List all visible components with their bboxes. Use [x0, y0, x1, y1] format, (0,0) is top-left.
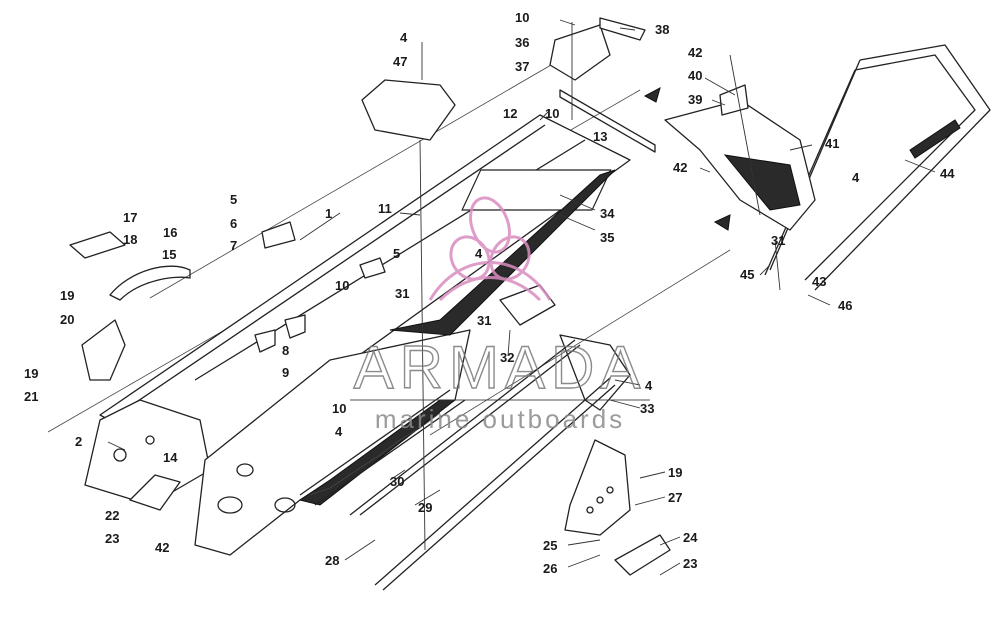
callout-label: 8	[282, 343, 289, 358]
callout-label: 17	[123, 210, 137, 225]
callout-label: 16	[163, 225, 177, 240]
leader-lines	[107, 19, 936, 576]
callout-label: 42	[155, 540, 169, 555]
callout-label: 28	[325, 553, 339, 568]
callout-label: 15	[162, 247, 176, 262]
seat-bag	[361, 79, 456, 141]
snow-flap	[664, 99, 816, 231]
callout-label: 40	[688, 68, 702, 83]
callout-label: 47	[393, 54, 407, 69]
rails	[349, 339, 616, 591]
step-plate	[614, 534, 671, 576]
callout-label: 4	[475, 246, 483, 261]
callout-label: 33	[640, 401, 654, 416]
callout-label: 9	[282, 365, 289, 380]
callout-label: 11	[378, 201, 392, 216]
running-board	[559, 334, 631, 411]
callout-label: 37	[515, 59, 529, 74]
tail-light	[549, 17, 646, 81]
callout-label: 5	[393, 246, 400, 261]
callout-label: 18	[123, 232, 137, 247]
callout-label: 30	[390, 474, 404, 489]
callout-label: 4	[645, 378, 653, 393]
callout-label: 10	[545, 106, 559, 121]
foot-rest	[564, 439, 631, 536]
callout-label: 2	[75, 434, 82, 449]
callout-label: 31	[395, 286, 409, 301]
callout-label: 4	[335, 424, 343, 439]
callout-label: 23	[105, 531, 119, 546]
callout-label: 4	[852, 170, 860, 185]
callout-label: 19	[668, 465, 682, 480]
callout-label: 14	[163, 450, 178, 465]
callout-label: 44	[940, 166, 955, 181]
callout-label: 41	[825, 136, 839, 151]
watermark-tagline: marine outboards	[375, 404, 625, 434]
handle-and-bracket	[69, 231, 191, 381]
arrow-icon	[713, 214, 731, 231]
callout-label: 10	[335, 278, 349, 293]
callout-label: 19	[60, 288, 74, 303]
callout-label: 31	[477, 313, 491, 328]
callout-label: 29	[418, 500, 432, 515]
callout-label: 1	[325, 206, 332, 221]
watermark-logo-icon	[428, 196, 552, 302]
callout-label: 4	[400, 30, 408, 45]
callout-label: 35	[600, 230, 614, 245]
watermark-brand: ARMADA	[354, 334, 647, 401]
callout-label: 39	[688, 92, 702, 107]
callout-label: 42	[688, 45, 702, 60]
flap-bracket	[559, 89, 656, 153]
callout-labels: 1 2 4 4 4 4 4 5 5 6 7 8 9 10 10 10 10 11…	[24, 10, 955, 576]
callout-label: 22	[105, 508, 119, 523]
callout-label: 6	[230, 216, 237, 231]
callout-label: 26	[543, 561, 557, 576]
callout-label: 36	[515, 35, 529, 50]
callout-label: 45	[740, 267, 754, 282]
callout-label: 5	[230, 192, 237, 207]
callout-label: 42	[673, 160, 687, 175]
callout-label: 10	[515, 10, 529, 25]
small-clips	[254, 221, 386, 353]
rear-bumper	[764, 44, 991, 291]
callout-label: 46	[838, 298, 852, 313]
truss-strip	[299, 389, 466, 506]
callout-label: 19	[24, 366, 38, 381]
callout-label: 27	[668, 490, 682, 505]
callout-label: 20	[60, 312, 74, 327]
callout-label: 21	[24, 389, 38, 404]
watermark: ARMADA marine outboards	[350, 196, 650, 434]
callout-label: 43	[812, 274, 826, 289]
callout-label: 38	[655, 22, 669, 37]
cover-plate	[129, 474, 181, 511]
callout-label: 31	[771, 233, 785, 248]
callout-label: 32	[500, 350, 514, 365]
callout-label: 34	[600, 206, 615, 221]
callout-label: 23	[683, 556, 697, 571]
arrow-icon	[643, 87, 661, 103]
arrow-icons	[643, 87, 731, 231]
callout-label: 10	[332, 401, 346, 416]
callout-label: 12	[503, 106, 517, 121]
callout-label: 24	[683, 530, 698, 545]
callout-label: 13	[593, 129, 607, 144]
callout-label: 7	[230, 238, 237, 253]
callout-label: 25	[543, 538, 557, 553]
